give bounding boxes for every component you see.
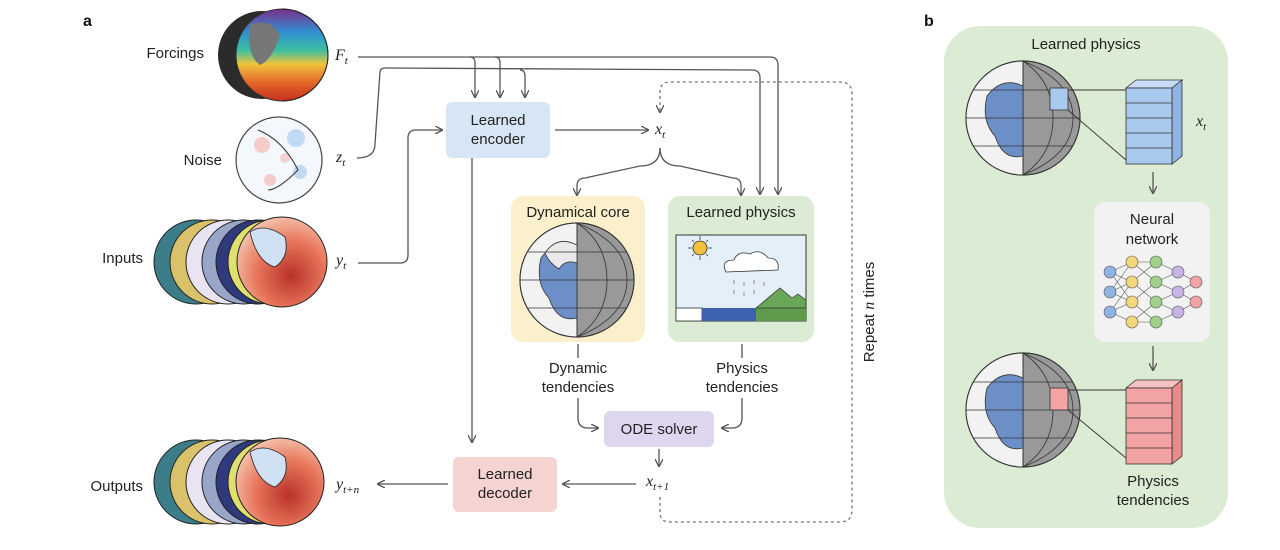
zoom-lines-bottom xyxy=(1067,389,1127,459)
forcings-connectors xyxy=(356,56,778,442)
outputs-globe-stack xyxy=(153,437,325,527)
var-F: Ft xyxy=(334,47,349,67)
svg-text:Dynamical core: Dynamical core xyxy=(526,204,629,221)
dynamic-tendencies-line1: Dynamic xyxy=(549,360,608,377)
var-x: xt xyxy=(654,121,666,141)
dynamical-core-box: Dynamical core xyxy=(511,196,645,342)
var-x-t1: xt+1 xyxy=(645,473,669,493)
panel-b-top-globe xyxy=(965,60,1081,176)
panel-b-letter: b xyxy=(924,13,934,30)
panel-b-var-x: xt xyxy=(1195,113,1207,133)
svg-text:encoder: encoder xyxy=(471,131,525,148)
svg-text:network: network xyxy=(1126,231,1179,248)
ode-solver-box: ODE solver xyxy=(604,411,714,447)
var-z: zt xyxy=(335,149,346,169)
var-y: yt xyxy=(334,252,347,272)
panel-b-physics-tendencies-line2: tendencies xyxy=(1117,492,1190,509)
learned-encoder-box: Learned encoder xyxy=(446,102,550,158)
forcings-label: Forcings xyxy=(146,45,204,62)
input-column-stack xyxy=(1124,79,1184,165)
svg-text:Neural: Neural xyxy=(1130,211,1174,228)
dyn-to-ode-arrow xyxy=(577,398,598,428)
repeat-loop xyxy=(660,81,853,523)
panel-b-bottom-globe xyxy=(965,352,1081,468)
svg-text:Learned: Learned xyxy=(477,466,532,483)
svg-text:decoder: decoder xyxy=(478,485,532,502)
repeat-label: Repeat n times xyxy=(861,262,878,363)
panel-b-physics-tendencies-line1: Physics xyxy=(1127,473,1179,490)
neural-network-icon xyxy=(1103,255,1203,329)
learned-physics-box: Learned physics xyxy=(668,196,814,342)
output-column-stack xyxy=(1124,379,1184,465)
outputs-label: Outputs xyxy=(90,478,143,495)
learned-decoder-box: Learned decoder xyxy=(453,457,557,512)
forcings-globe xyxy=(218,8,329,102)
physics-tendencies-line1: Physics xyxy=(716,360,768,377)
physics-tendencies-line2: tendencies xyxy=(706,379,779,396)
svg-text:Learned: Learned xyxy=(470,112,525,129)
svg-text:ODE solver: ODE solver xyxy=(621,421,698,438)
x-to-phys-arrow xyxy=(659,147,741,195)
panel-a-letter: a xyxy=(83,13,92,30)
svg-text:Learned physics: Learned physics xyxy=(686,204,795,221)
zoom-lines-top xyxy=(1067,89,1127,161)
phys-to-ode-arrow xyxy=(722,398,743,428)
inputs-globe-stack xyxy=(153,216,328,308)
noise-label: Noise xyxy=(184,152,222,169)
dynamic-tendencies-line2: tendencies xyxy=(542,379,615,396)
var-y-tn: yt+n xyxy=(334,476,360,496)
inputs-label: Inputs xyxy=(102,250,143,267)
x-to-dyn-arrow xyxy=(577,147,661,195)
noise-globe xyxy=(235,116,323,204)
panel-b-title: Learned physics xyxy=(1031,36,1140,53)
